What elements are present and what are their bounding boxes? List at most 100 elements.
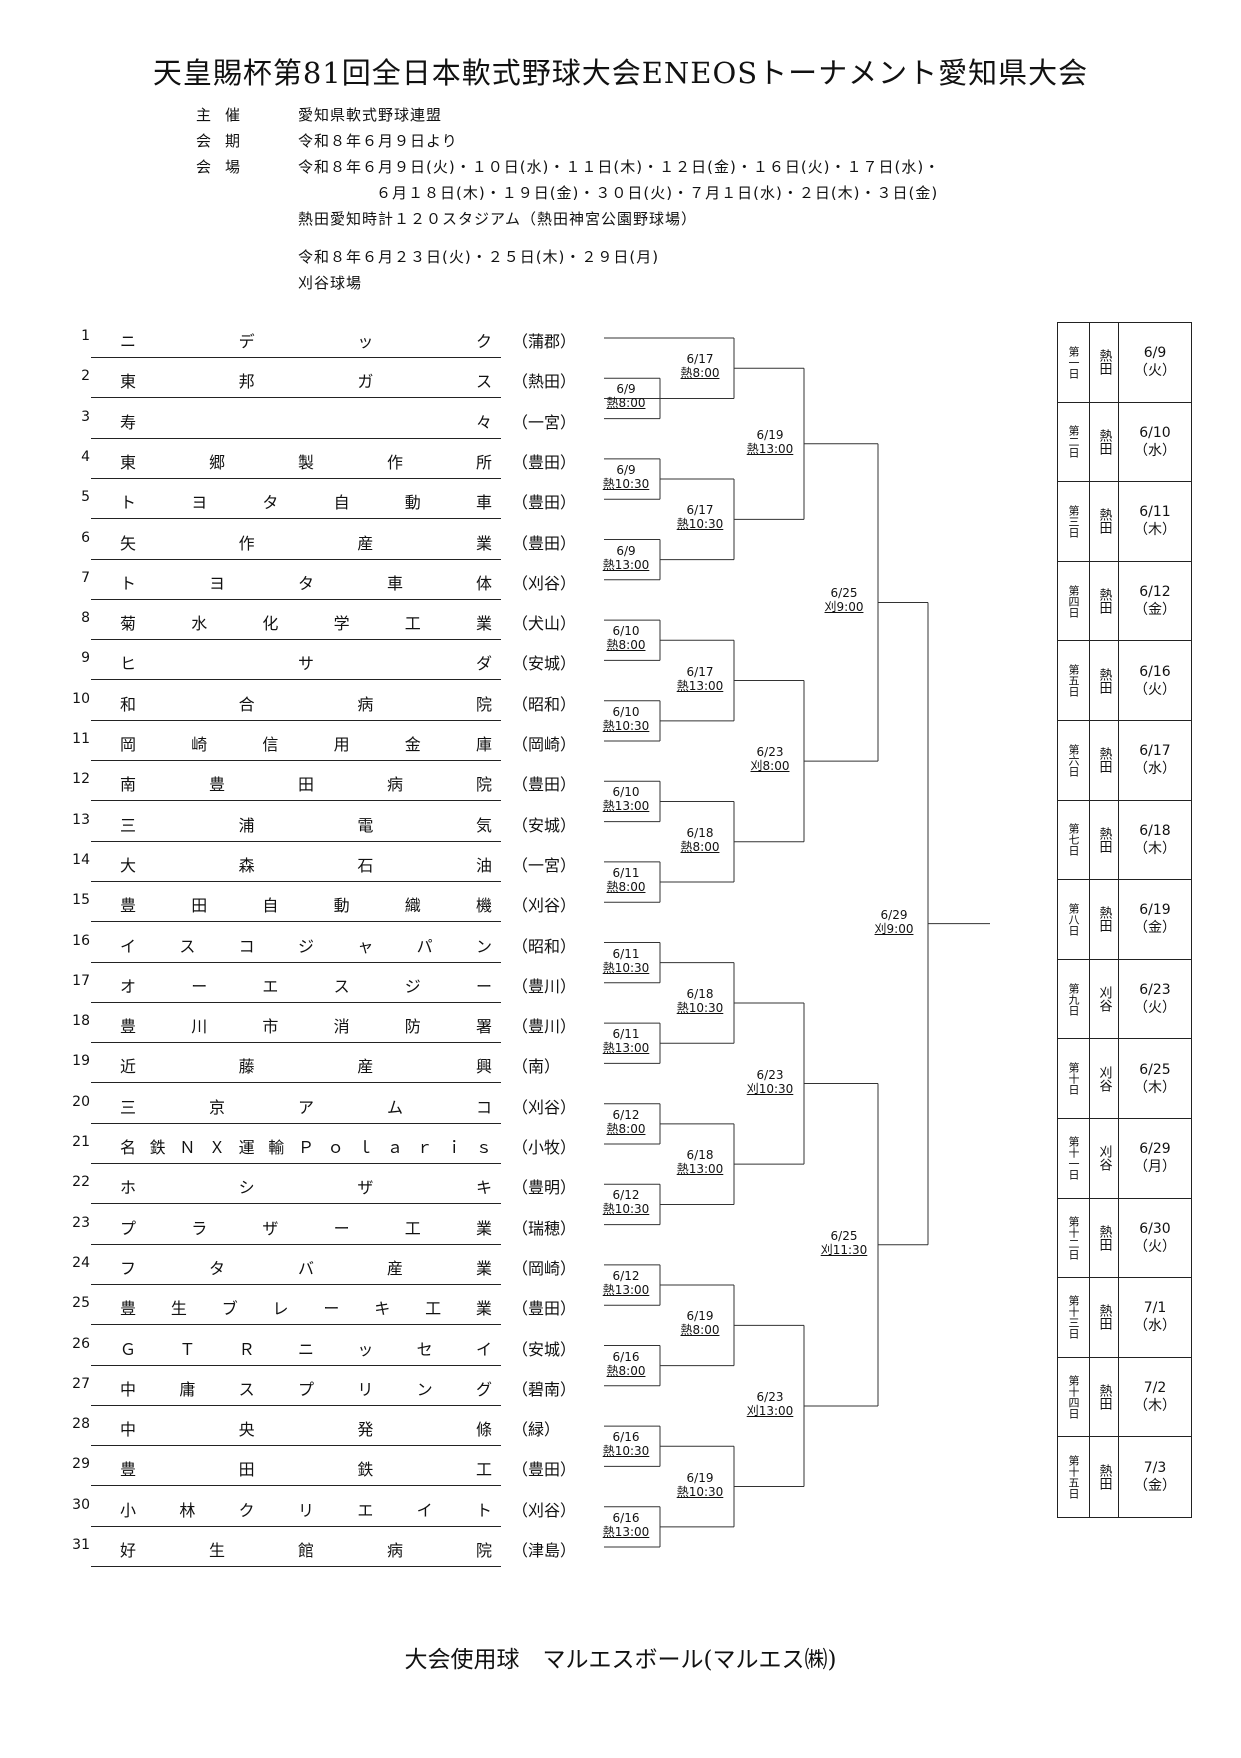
team-name-char: 工 xyxy=(475,1460,492,1480)
row-underline xyxy=(91,760,501,761)
schedule-venue: 熱田 xyxy=(1090,800,1119,880)
team-name-char: 近 xyxy=(120,1057,137,1077)
row-underline xyxy=(91,1364,501,1366)
team-name-char: ス xyxy=(475,372,492,392)
team-name-char: 豊 xyxy=(208,775,225,795)
team-area-wrap: （刈谷） xyxy=(512,1500,577,1520)
team-area-wrap: （瑞穂） xyxy=(512,1218,577,1238)
schedule-day: 第二日 xyxy=(1058,402,1090,482)
team-area-wrap: （刈谷） xyxy=(512,573,577,593)
team-name-char: コ xyxy=(475,1097,492,1117)
team-name-char: リ xyxy=(357,1379,374,1399)
team-name-char: プ xyxy=(120,1218,137,1238)
team-name-char: 庸 xyxy=(179,1379,196,1399)
team-name: 矢作産業 xyxy=(120,530,492,554)
row-underline xyxy=(91,1283,501,1285)
team-name-char: ホ xyxy=(120,1178,137,1198)
team-name-char: ジ xyxy=(297,936,314,956)
team-area: 刈谷 xyxy=(528,573,561,593)
row-underline xyxy=(91,921,501,923)
match-time: 熱13:00 xyxy=(602,1283,650,1298)
team-area: 昭和 xyxy=(528,694,561,714)
team-number: 2 xyxy=(81,368,90,385)
team-area-wrap: （昭和） xyxy=(512,694,577,714)
match-time: 熱13:00 xyxy=(676,1162,724,1177)
team-name: 寿々 xyxy=(120,409,492,433)
team-area: 一宮 xyxy=(528,855,561,875)
team-area-wrap: （安城） xyxy=(512,654,577,674)
row-underline xyxy=(91,1404,501,1406)
match-date: 6/18 xyxy=(686,986,714,1001)
team-name-char: 森 xyxy=(238,855,255,875)
team-name-char: 田 xyxy=(297,775,314,795)
team-name-char: セ xyxy=(416,1339,433,1359)
schedule-date-cell: 6/10（水） xyxy=(1119,403,1191,482)
team-area-wrap: （豊明） xyxy=(512,1178,577,1198)
match-date: 6/23 xyxy=(756,1389,784,1404)
schedule-date-cell: 6/12（金） xyxy=(1119,562,1191,641)
team-name-char: ー xyxy=(323,1299,340,1319)
team-area: 安城 xyxy=(528,1339,561,1359)
row-underline xyxy=(91,1324,501,1326)
team-name-char: ク xyxy=(475,332,492,351)
schedule-venue: 熱田 xyxy=(1090,1437,1119,1517)
row-underline xyxy=(91,477,501,479)
schedule-date: 6/9 xyxy=(1143,345,1167,362)
team-name-char: 三 xyxy=(120,1097,137,1117)
team-name-char: ト xyxy=(120,573,137,593)
schedule-date-cell: 6/17（水） xyxy=(1119,721,1191,800)
match-time: 熱10:30 xyxy=(602,960,650,975)
team-name-char: コ xyxy=(238,936,255,956)
team-name-char: イ xyxy=(120,936,137,956)
team-name-char: 発 xyxy=(357,1420,374,1440)
team-name-char: 院 xyxy=(475,1541,492,1560)
team-name-char: 業 xyxy=(475,1299,492,1319)
team-name-char: ガ xyxy=(357,372,374,392)
team-number: 26 xyxy=(72,1335,90,1352)
schedule-day: 第三日 xyxy=(1058,482,1090,561)
team-name-char: 大 xyxy=(120,855,137,875)
team-area-wrap: （南） xyxy=(512,1057,561,1077)
schedule-dow: （木） xyxy=(1134,1079,1176,1096)
schedule-venue: 熱田 xyxy=(1090,1278,1119,1357)
team-name: 好生館病院 xyxy=(120,1537,492,1561)
match-time: 熱10:30 xyxy=(602,477,650,492)
team-area: 津島 xyxy=(528,1541,561,1560)
team-area: 岡崎 xyxy=(528,1258,561,1278)
team-name-char: エ xyxy=(262,976,279,996)
team-area: 豊田 xyxy=(528,775,561,795)
team-name-char: 興 xyxy=(475,1057,492,1077)
team-name: フタバ産業 xyxy=(120,1255,492,1279)
team-number: 31 xyxy=(72,1537,90,1553)
team-name-char: ザ xyxy=(262,1218,279,1238)
team-name-char: 運 xyxy=(238,1138,255,1157)
match-date: 6/19 xyxy=(686,1470,714,1485)
team-area: 昭和 xyxy=(528,936,561,956)
team-number: 5 xyxy=(81,489,90,506)
team-number: 11 xyxy=(72,731,90,747)
team-name-char: 小 xyxy=(120,1500,137,1520)
team-number: 21 xyxy=(72,1134,90,1150)
match-time: 熱13:00 xyxy=(602,1524,650,1539)
row-underline xyxy=(91,518,501,520)
schedule-date: 6/18 xyxy=(1139,822,1171,839)
team-name-char: 浦 xyxy=(238,815,255,835)
venue-label: 会場 xyxy=(196,158,255,176)
team-name-char: フ xyxy=(120,1258,137,1278)
schedule-dow: （水） xyxy=(1134,761,1176,778)
team-name-char: ト xyxy=(120,493,137,513)
team-name-char: ニ xyxy=(120,332,137,351)
